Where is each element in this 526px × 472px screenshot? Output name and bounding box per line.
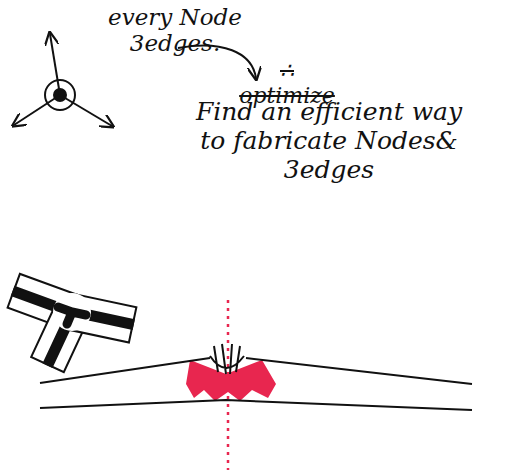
joint-section (40, 300, 472, 470)
y-connector (8, 274, 137, 372)
node-symbol (14, 34, 112, 126)
handwritten-note: Find an efficient way to fabricate Nodes… (186, 98, 472, 184)
handwritten-note: every Node 3edges. (100, 4, 250, 57)
